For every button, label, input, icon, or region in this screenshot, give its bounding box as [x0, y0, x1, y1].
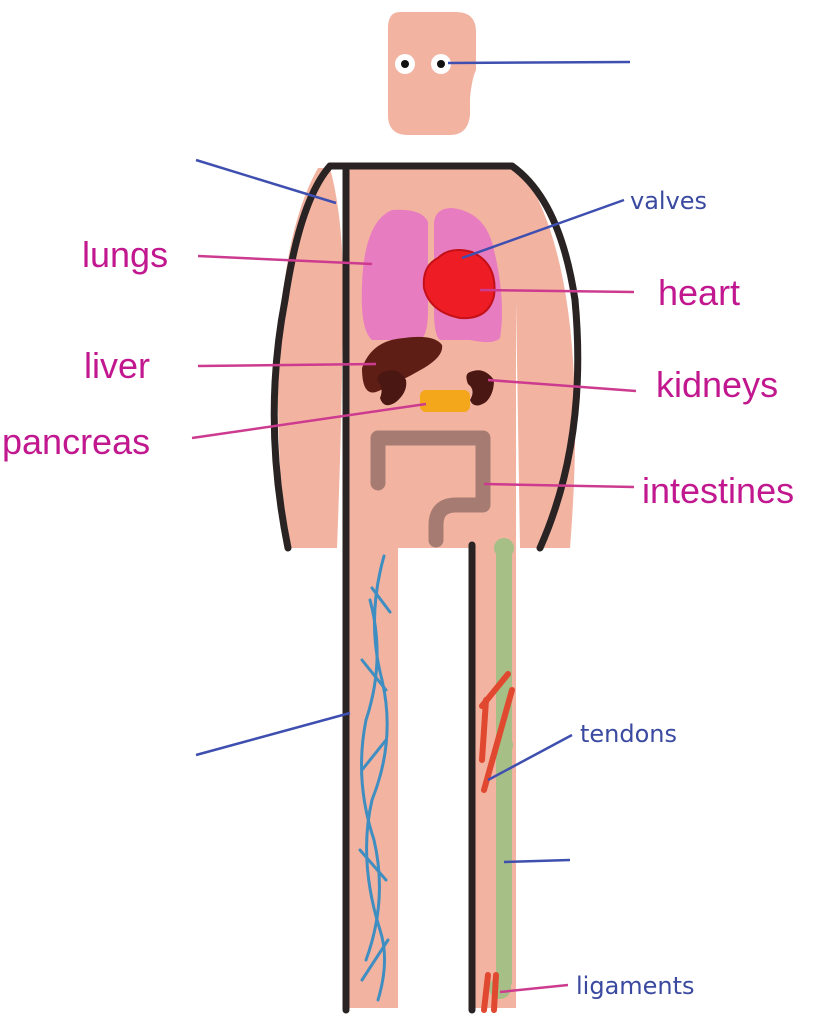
right-eye: [431, 54, 451, 74]
label-tendons: tendons: [580, 720, 677, 748]
label-ligaments: ligaments: [576, 972, 695, 1000]
veins-pointer: [196, 713, 350, 755]
pancreas-organ: [420, 390, 470, 412]
label-lungs: lungs: [82, 234, 168, 275]
head-shape: [388, 12, 476, 135]
right-arm: [508, 168, 575, 548]
left-eye: [395, 54, 415, 74]
head: [388, 12, 476, 135]
left-arm: [278, 168, 343, 548]
label-heart: heart: [658, 272, 740, 313]
label-kidneys: kidneys: [656, 364, 778, 405]
label-liver: liver: [84, 345, 150, 386]
label-pancreas: pancreas: [2, 421, 150, 462]
label-intestines: intestines: [642, 470, 794, 511]
label-valves: valves: [630, 187, 707, 215]
eyes-pointer: [448, 62, 630, 63]
